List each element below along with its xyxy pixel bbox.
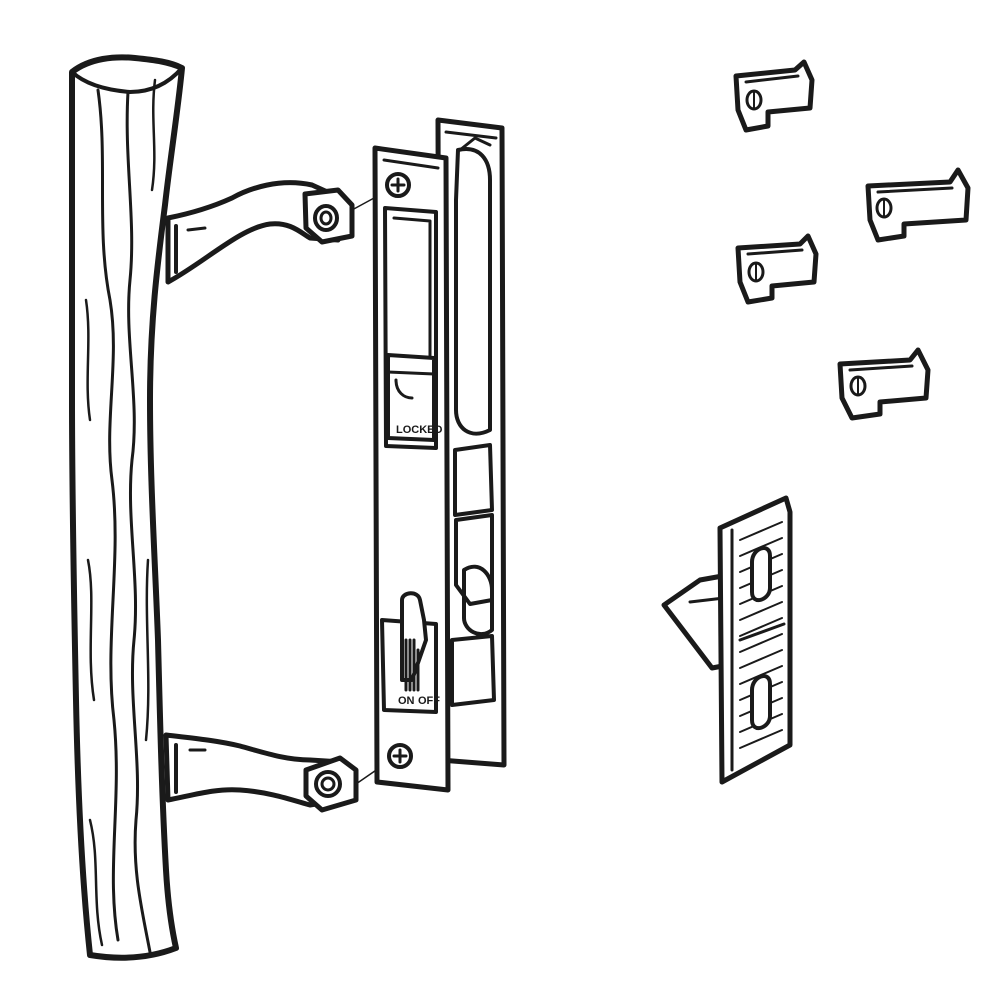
mounting-clip-3 <box>735 233 819 305</box>
mortise-lock-body <box>435 117 507 768</box>
mounting-clip-2 <box>865 167 971 243</box>
off-label: OFF <box>418 695 440 707</box>
handle-upper-screw-boss <box>302 187 355 245</box>
faceplate-top-screw <box>385 172 411 198</box>
handle-grip <box>68 54 185 961</box>
strike-plate <box>661 495 793 785</box>
pull-handle <box>68 54 359 961</box>
handle-lower-screw-boss <box>303 755 359 813</box>
mounting-clip-1 <box>733 59 815 133</box>
on-off-switch: ON OFF <box>380 591 440 714</box>
lock-faceplate: LOCKED ON OFF <box>372 145 451 793</box>
mounting-clip-4 <box>837 347 931 421</box>
locked-label: LOCKED <box>396 424 443 436</box>
locked-slider: LOCKED <box>386 353 443 442</box>
on-label: ON <box>398 695 415 707</box>
faceplate-bottom-screw <box>387 743 413 769</box>
